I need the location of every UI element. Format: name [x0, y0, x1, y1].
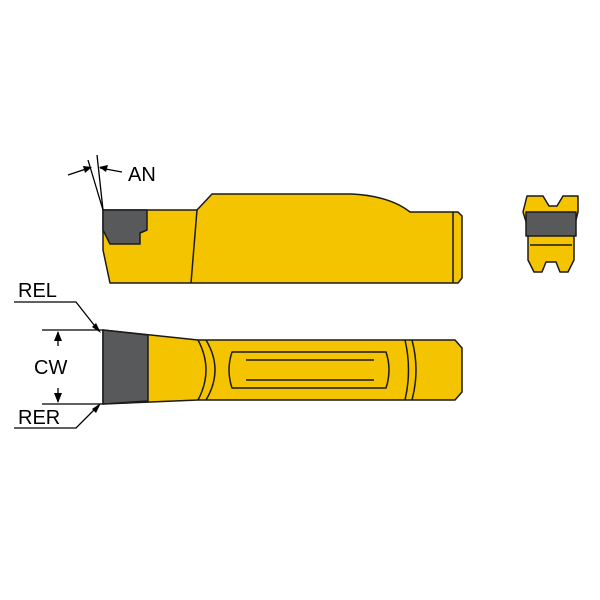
insert-top-chipformer-groove	[228, 351, 390, 389]
insert-top-chipformer-inner	[246, 359, 374, 381]
an-extension-line-left	[87, 159, 104, 211]
rer-label: RER	[18, 407, 60, 429]
rel-label: REL	[18, 280, 57, 302]
rer-arrowhead	[92, 403, 101, 413]
insert-top-view	[102, 329, 463, 405]
an-arrowhead-right	[99, 165, 108, 172]
rer-leader-line	[14, 405, 99, 429]
insert-end-cutting-tip	[525, 211, 577, 237]
insert-end-view	[522, 195, 579, 273]
an-extension-line-right	[96, 154, 104, 211]
insert-side-view	[102, 193, 463, 284]
dimension-annotations	[14, 154, 123, 429]
rel-leader-line	[14, 301, 99, 331]
insert-side-body	[102, 193, 463, 284]
an-arrowhead-left	[83, 166, 92, 173]
an-label: AN	[128, 164, 156, 186]
insert-side-edge-line	[190, 209, 198, 284]
insert-top-left-contour	[197, 339, 216, 401]
cw-label: CW	[34, 357, 67, 379]
insert-top-cutting-tip	[102, 329, 149, 405]
insert-top-right-contour	[404, 339, 417, 401]
cw-upper-arrowhead	[54, 331, 62, 341]
cw-lower-arrowhead	[54, 393, 62, 403]
dimension-labels: AN REL CW RER	[18, 164, 156, 429]
insert-side-cutting-tip	[102, 209, 148, 245]
insert-top-body	[102, 329, 463, 405]
